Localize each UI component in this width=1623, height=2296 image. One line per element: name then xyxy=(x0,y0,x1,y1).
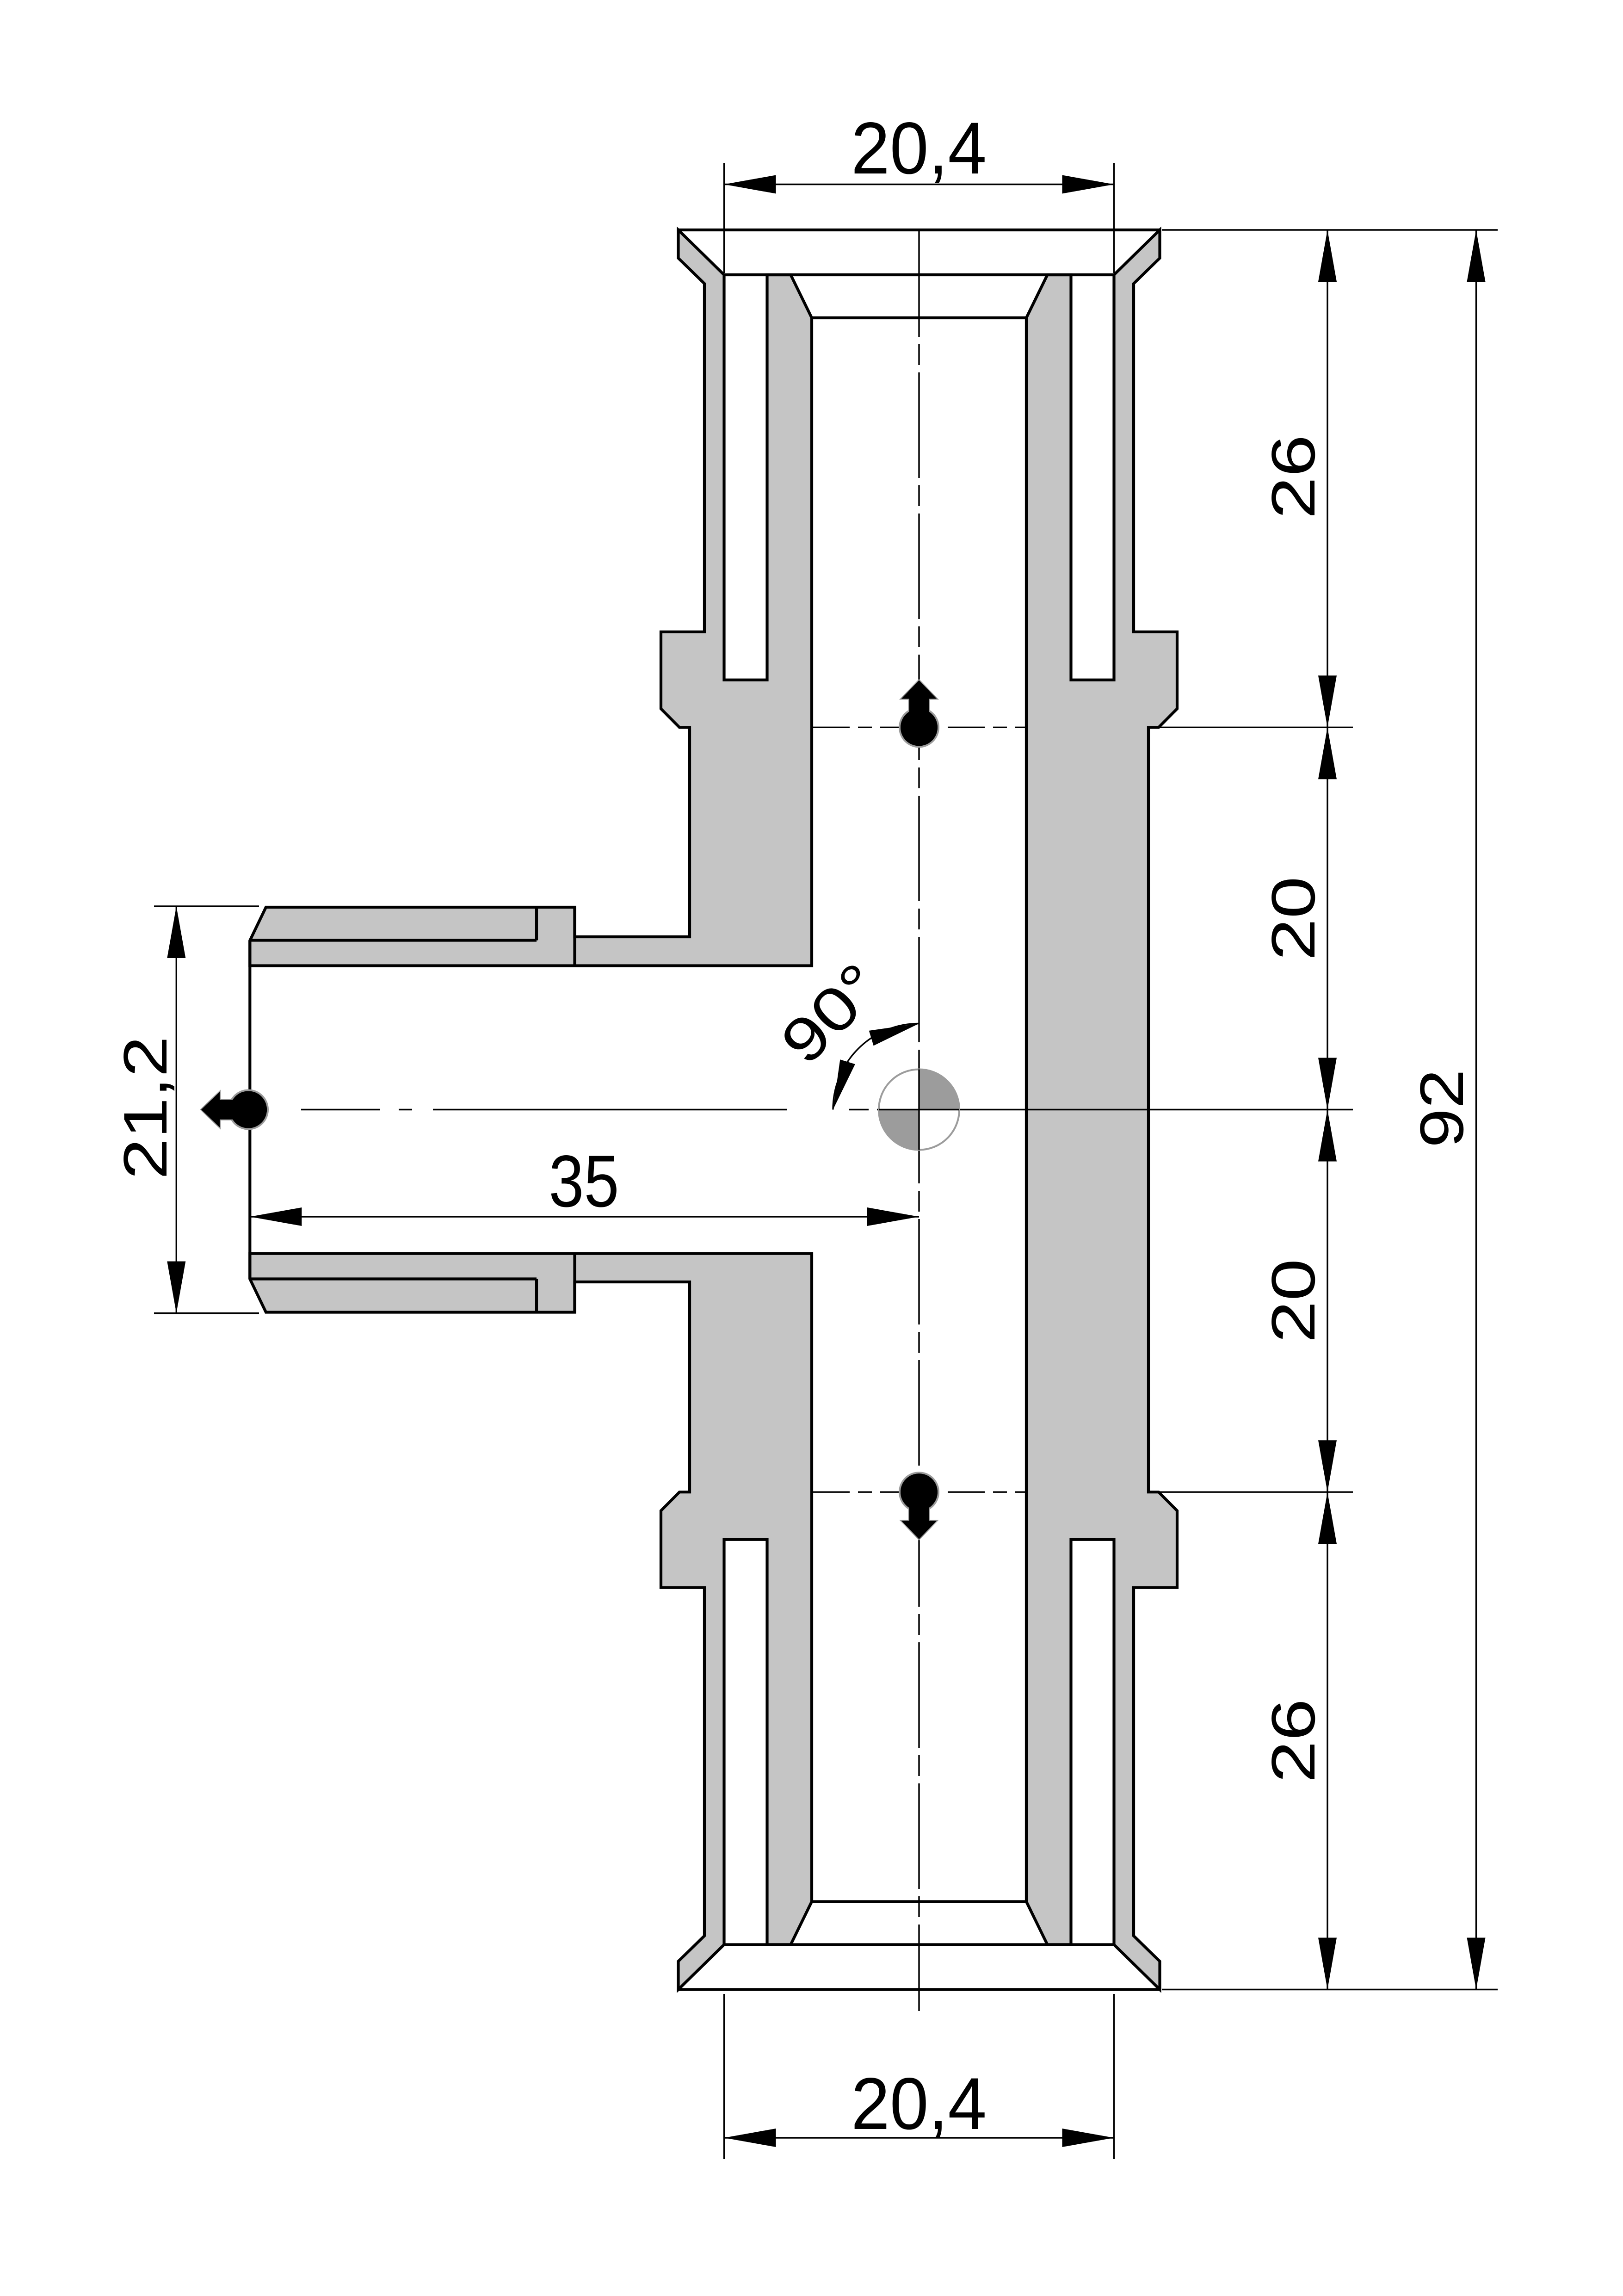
svg-text:20,4: 20,4 xyxy=(851,107,987,189)
svg-text:20,4: 20,4 xyxy=(851,2062,987,2145)
svg-text:35: 35 xyxy=(549,1140,619,1222)
svg-text:26: 26 xyxy=(1259,435,1328,519)
svg-text:20: 20 xyxy=(1259,1259,1328,1343)
svg-text:92: 92 xyxy=(1408,1069,1476,1148)
svg-text:26: 26 xyxy=(1259,1699,1328,1783)
svg-text:20: 20 xyxy=(1259,877,1328,961)
svg-text:21,2: 21,2 xyxy=(111,1036,180,1180)
